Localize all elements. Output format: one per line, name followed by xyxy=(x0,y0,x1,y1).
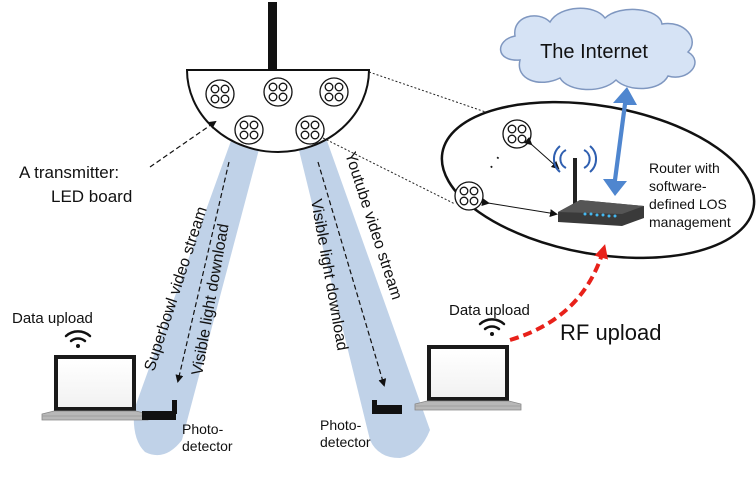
internet-label: The Internet xyxy=(540,41,648,63)
router-lights xyxy=(583,212,617,218)
photodetector-left xyxy=(142,400,177,420)
led-3 xyxy=(319,77,349,107)
link-led2-router xyxy=(481,198,558,217)
router-label-line1: Router with xyxy=(649,160,720,176)
wifi-icon-left xyxy=(64,330,92,348)
download-arrow-right xyxy=(317,161,387,387)
led-4 xyxy=(234,115,264,145)
photodetector-left-label-line2: detector xyxy=(182,438,233,454)
internet-router-arrow xyxy=(603,87,637,196)
ellipse-led-2 xyxy=(454,181,484,211)
led-2 xyxy=(263,77,293,107)
router-antenna xyxy=(573,158,577,206)
router xyxy=(553,145,644,226)
router-label-line2: software- xyxy=(649,178,707,194)
zoom-ellipse xyxy=(440,100,756,260)
light-beam-right xyxy=(296,138,430,458)
upload-label-left: Data upload xyxy=(12,310,93,327)
photodetector-right-label-line2: detector xyxy=(320,434,371,450)
photodetector-right-label-line1: Photo- xyxy=(320,417,362,433)
laptop-left xyxy=(41,355,149,421)
link-led1-router xyxy=(523,137,560,170)
wifi-router-icon xyxy=(553,145,597,173)
download-arrow-left xyxy=(175,161,230,383)
internet-cloud xyxy=(499,7,696,91)
transmitter-label-line2: LED board xyxy=(51,187,132,206)
wifi-icon-right xyxy=(478,318,506,336)
transmitter-pointer xyxy=(149,120,217,168)
led-1 xyxy=(205,79,235,109)
transmitter-pole xyxy=(268,2,277,72)
upload-label-right: Data upload xyxy=(449,302,530,319)
led-cluster xyxy=(205,77,349,145)
rf-upload-label: RF upload xyxy=(560,320,662,345)
router-label-line4: management xyxy=(649,214,731,230)
ellipse-led-1 xyxy=(502,119,532,149)
laptop-right xyxy=(414,345,522,411)
rf-upload-arrow xyxy=(509,244,608,342)
transmitter-label-line1: A transmitter: xyxy=(19,163,119,182)
zoom-line-bottom xyxy=(322,137,456,205)
router-label-line3: defined LOS xyxy=(649,196,727,212)
zoom-line-top xyxy=(368,71,504,119)
photodetector-left-label-line1: Photo- xyxy=(182,421,224,437)
photodetector-right xyxy=(372,400,402,414)
led-5 xyxy=(295,115,325,145)
